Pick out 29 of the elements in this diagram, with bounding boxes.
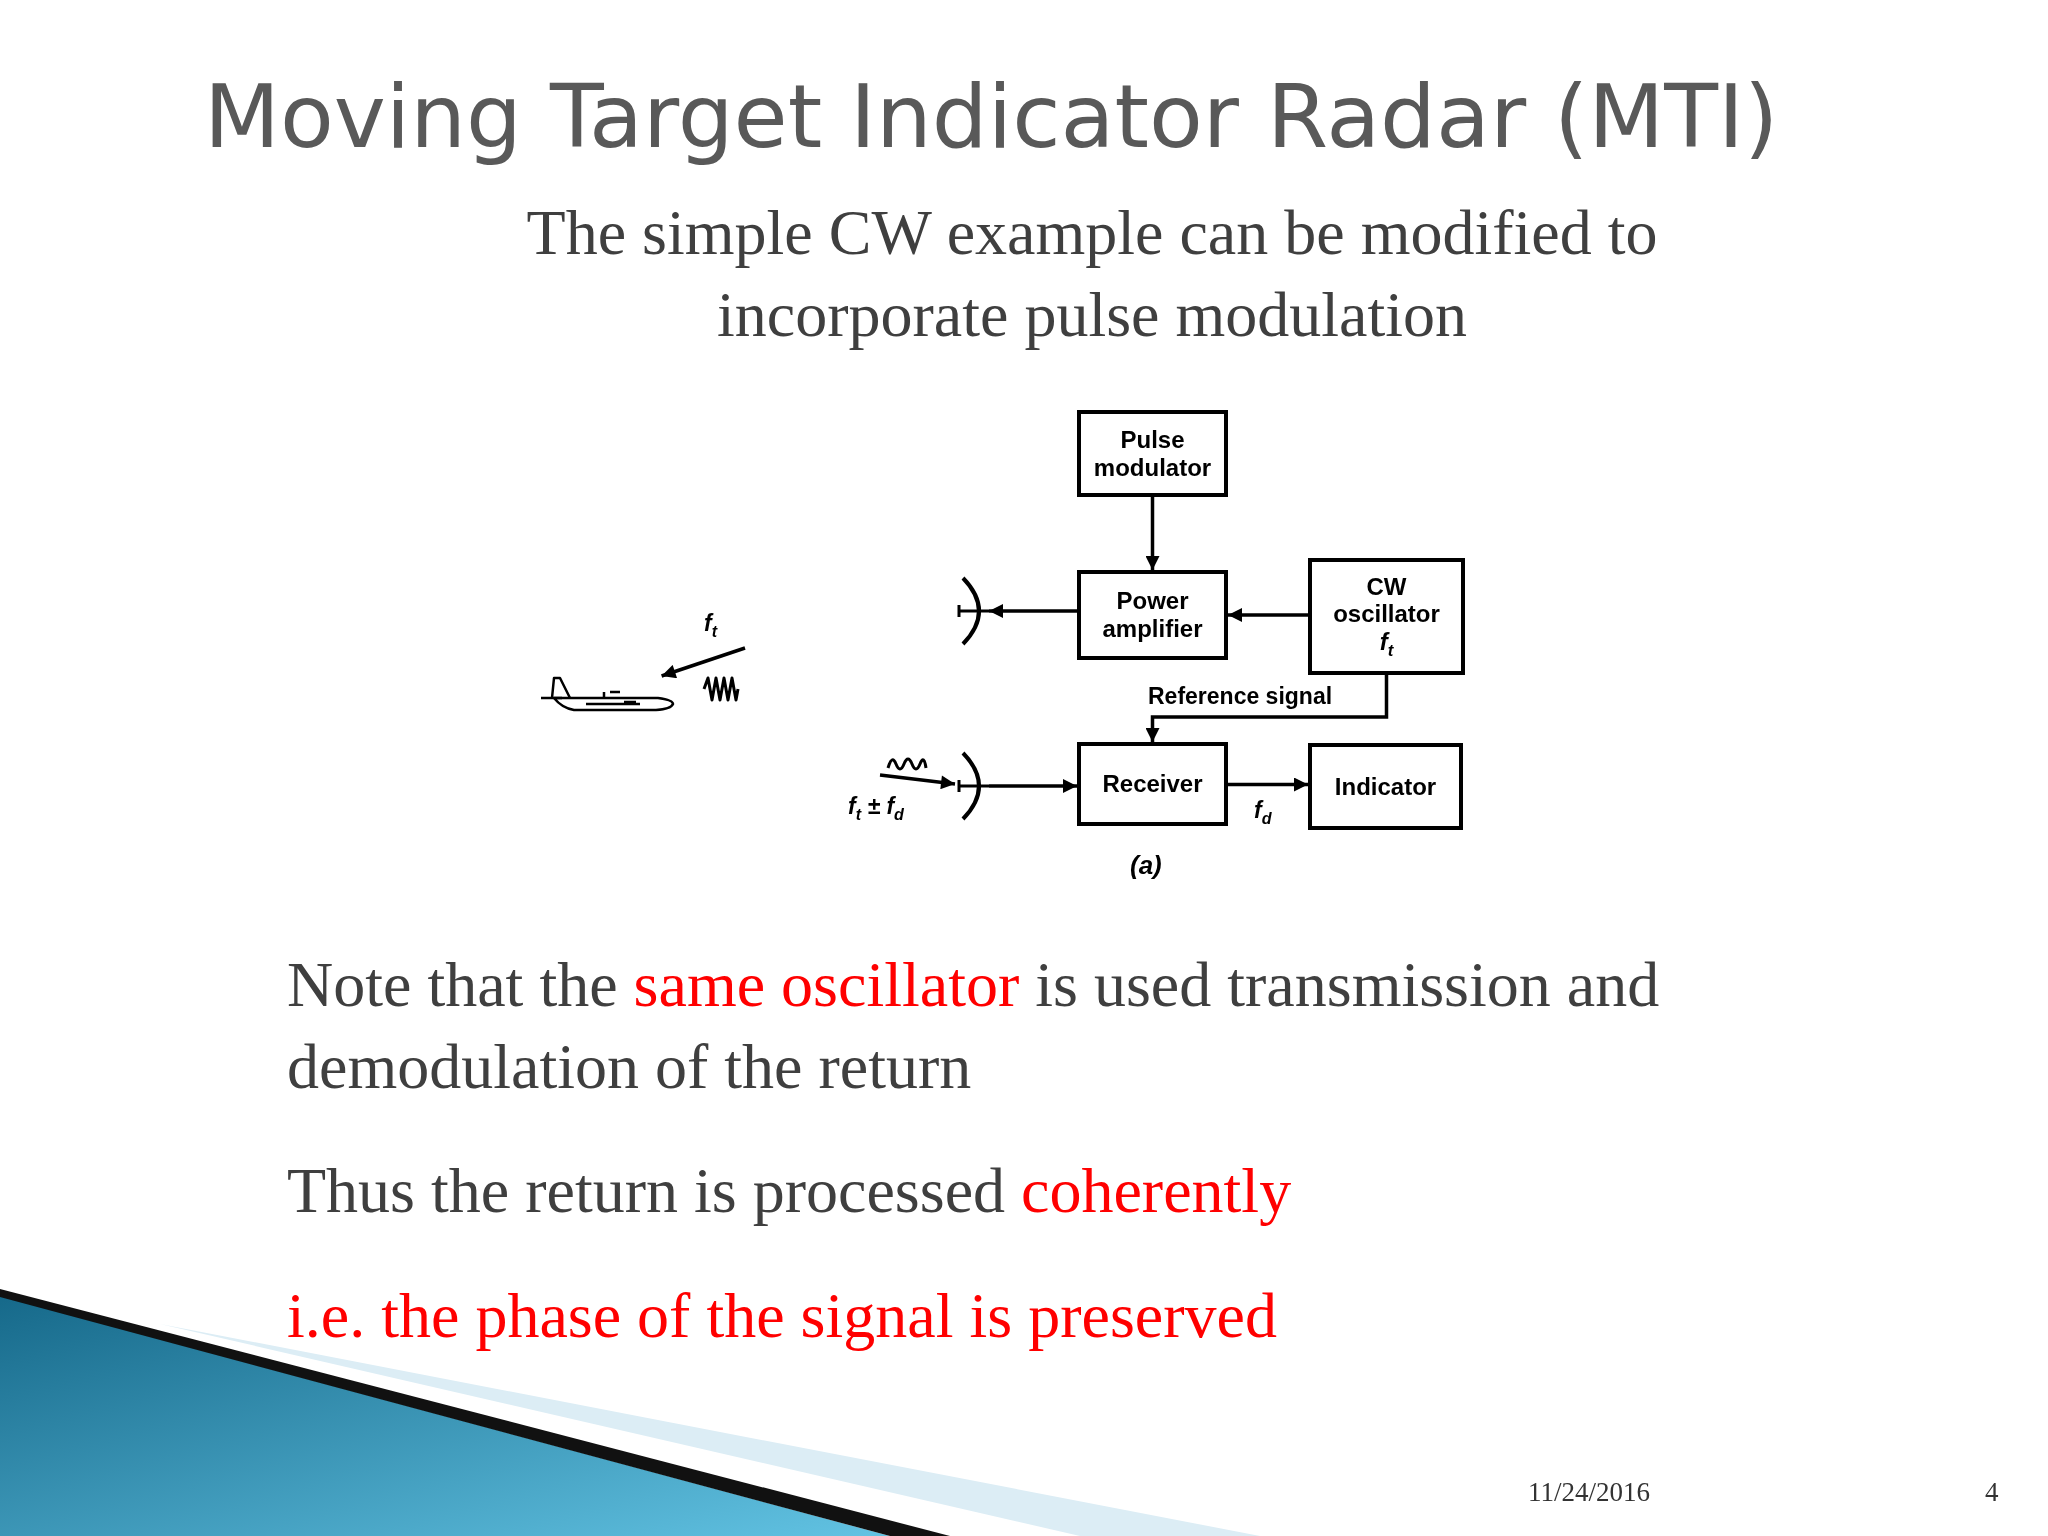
dish-antenna-icon xyxy=(955,750,989,822)
page-number: 4 xyxy=(1985,1476,1999,1508)
block-label: Receiver xyxy=(1102,770,1203,798)
frequency-symbol: f$_{t}$ xyxy=(1379,628,1394,661)
arrow xyxy=(1145,675,1389,742)
airplane-icon xyxy=(540,676,676,712)
block-box xyxy=(1308,558,1465,675)
arrow xyxy=(661,646,746,679)
footer-date: 11/24/2016 xyxy=(1528,1476,1650,1508)
note-text: Thus the return is processed coherently xyxy=(287,1154,1292,1228)
block-box xyxy=(1077,570,1228,660)
arrow xyxy=(879,773,956,790)
note-text: i.e. the phase of the signal is preserved xyxy=(287,1279,1277,1353)
block-box xyxy=(1077,410,1228,497)
arrow xyxy=(1228,608,1308,622)
note-text: Note that the same oscillator is used transmission and demodulation of the return xyxy=(287,948,1661,1104)
block-label: Indicator xyxy=(1334,772,1437,801)
block-label: Power amplifier xyxy=(1101,587,1204,643)
block-label: Pulse modulator xyxy=(1092,425,1213,482)
dish-antenna-icon xyxy=(955,575,989,647)
figure-label: (a) xyxy=(1130,850,1162,880)
arrow xyxy=(1145,497,1160,570)
subtitle-text: The simple CW example can be modified to incorporate pulse modulation xyxy=(525,196,1659,352)
arrow xyxy=(989,604,1077,618)
slide-title: Moving Target Indicator Radar (MTI) xyxy=(204,64,1779,170)
block-box xyxy=(1077,742,1228,826)
arrow xyxy=(1228,777,1308,792)
block-box xyxy=(1308,743,1463,830)
arrow xyxy=(989,779,1077,793)
